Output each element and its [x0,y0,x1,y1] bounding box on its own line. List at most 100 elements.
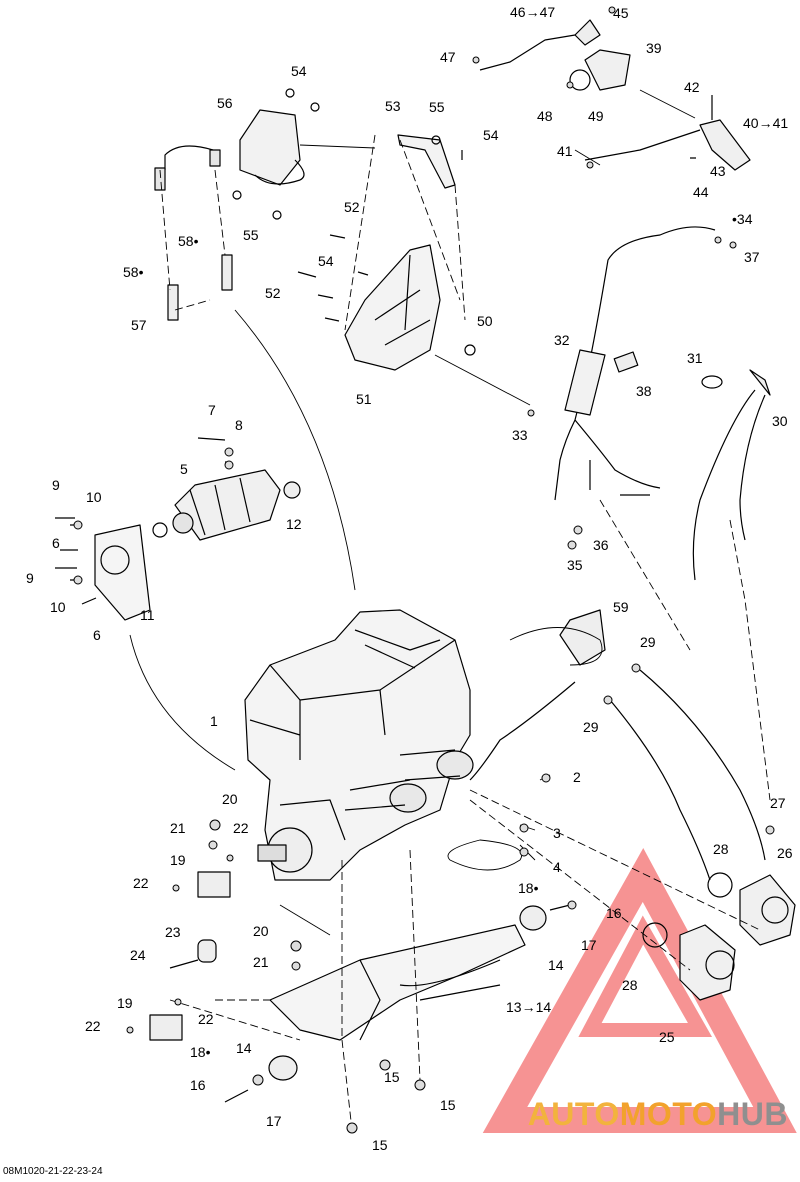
callout-label: 24 [130,947,146,963]
engine-block [244,609,474,881]
dashed-leaders [159,134,771,1131]
arrow-leaders [129,89,696,936]
engine-support-frame [268,905,547,1081]
callout-label: 10 [86,489,102,505]
callout-label: 40→41 [743,115,788,131]
callout-labels: 1 2 3 4 5 6 6 7 8 9 9 10 10 11 12 13→14 … [26,4,793,1153]
callout-label: 19 [117,995,133,1011]
callout-label: 51 [356,391,372,407]
callout-label: 47 [440,49,456,65]
callout-label: 13→14 [506,999,551,1015]
callout-label: 3 [553,825,561,841]
throttle-assembly [479,19,751,171]
callout-label: 21 [170,820,186,836]
callout-label: 44 [693,184,709,200]
callout-label: 10 [50,599,66,615]
callout-label: 8 [235,417,243,433]
callout-label: 7 [208,402,216,418]
throttle-bodies [609,669,796,1001]
callout-label: 39 [646,40,662,56]
callout-label: 53 [385,98,401,114]
callout-label: 29 [640,634,656,650]
callout-label: 17 [581,937,597,953]
callout-label: 28 [713,841,729,857]
callout-label: 6 [52,535,60,551]
callout-label: 49 [588,108,604,124]
callout-label: 37 [744,249,760,265]
callout-label: 17 [266,1113,282,1129]
callout-label: 22 [233,820,249,836]
callout-label: 16 [606,905,622,921]
fasteners [73,6,775,1134]
callout-label: 14 [236,1040,252,1056]
callout-label: 58• [178,233,199,249]
callout-label: 52 [344,199,360,215]
ignition-coil [154,88,320,220]
watermark-part3: HUB [717,1096,788,1132]
callout-label: 35 [567,557,583,573]
callout-label: 15 [384,1069,400,1085]
callout-label: 9 [26,570,34,586]
callout-label: 5 [180,461,188,477]
callout-label: 38 [636,383,652,399]
callout-label: 18• [518,880,539,896]
callout-label: 54 [483,127,499,143]
callout-label: 57 [131,317,147,333]
starter-bracket [55,517,151,621]
callout-label: 12 [286,516,302,532]
callout-label: 9 [52,477,60,493]
callout-label: 15 [372,1137,388,1153]
callout-label: 22 [198,1011,214,1027]
callout-label: 16 [190,1077,206,1093]
watermark-text: AUTOMOTOHUB [528,1096,788,1133]
wiring-harness [554,226,716,501]
callout-label: 27 [770,795,786,811]
callout-label: 22 [133,875,149,891]
callout-label: 18• [190,1044,211,1060]
callout-label: 11 [140,607,155,623]
callout-label: 55 [243,227,259,243]
throttle-cables [469,369,771,781]
starter-motor [152,437,301,541]
callout-label: 23 [165,924,181,940]
callout-label: 58• [123,264,144,280]
callout-label: 48 [537,108,553,124]
callout-label: 41 [557,143,573,159]
callout-label: 26 [777,845,793,861]
callout-label: 22 [85,1018,101,1034]
callout-label: 42 [684,79,700,95]
callout-label: 31 [687,350,703,366]
callout-label: 25 [659,1029,675,1045]
callout-label: 33 [512,427,528,443]
callout-label: 6 [93,627,101,643]
callout-label: 28 [622,977,638,993]
callout-label: 55 [429,99,445,115]
callout-label: 56 [217,95,233,111]
ecm-bracket [297,234,476,371]
engine-mounts [149,871,571,1103]
upper-mount-bracket [397,134,463,189]
callout-label: 32 [554,332,570,348]
spark-plugs [167,254,233,321]
callout-label: 50 [477,313,493,329]
callout-label: 36 [593,537,609,553]
watermark-part1: AUTO [527,1096,620,1132]
callout-label: 14 [548,957,564,973]
callout-label: 20 [222,791,238,807]
callout-label: 29 [583,719,599,735]
callout-label: 21 [253,954,269,970]
callout-label: 1 [210,713,218,729]
watermark-part2: MOTO [619,1096,718,1132]
callout-label: 4 [553,859,561,875]
callout-label: 20 [253,923,269,939]
watermark-triangle [482,848,797,1133]
callout-label: 52 [265,285,281,301]
callout-label: 59 [613,599,629,615]
callout-label: 19 [170,852,186,868]
callout-label: 45 [613,5,629,21]
callout-label: 2 [573,769,581,785]
callout-label: 46→47 [510,4,555,20]
callout-label: 43 [710,163,726,179]
callout-label: 54 [291,63,307,79]
